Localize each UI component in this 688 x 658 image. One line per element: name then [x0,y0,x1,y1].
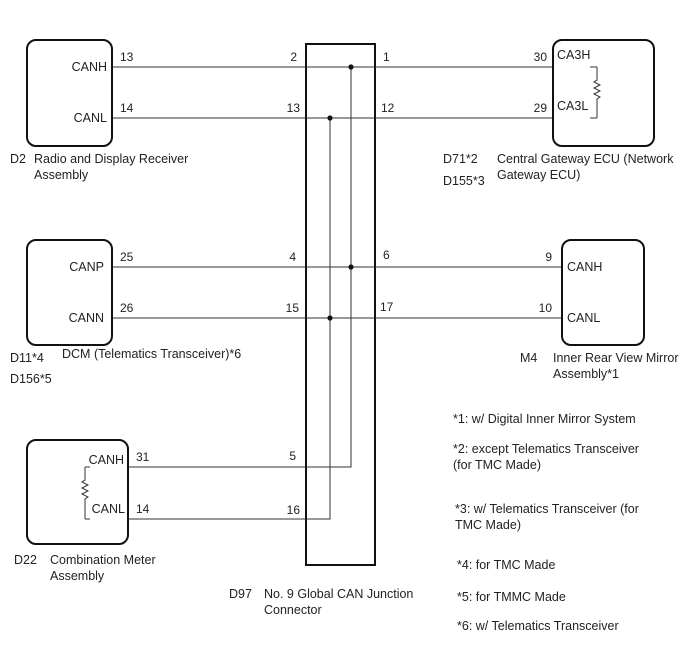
radio-pin-signal: CANL [74,111,107,125]
meter-code: D22 [14,553,37,567]
gateway-pin-signal: CA3H [557,48,590,62]
junction-pin-number: 5 [289,449,296,463]
meter-pin-number: 14 [136,502,150,516]
mirror-pin-number: 10 [539,301,553,315]
radio-pin-number: 14 [120,101,134,115]
gateway-pin-number: 30 [534,50,548,64]
junction-low-bus [306,118,331,520]
splice-dot [327,115,333,121]
junction-pin-number: 1 [383,50,390,64]
junction-pin-number: 17 [380,300,394,314]
mirror-name: Inner Rear View Mirror [553,351,679,365]
splice-dot [348,64,354,70]
dcm-pin-number: 25 [120,250,134,264]
mirror-pin-number: 9 [545,250,552,264]
mirror-code: M4 [520,351,537,365]
radio-name: Radio and Display Receiver [34,152,188,166]
footnote: *4: for TMC Made [457,558,555,572]
dcm-pin-signal: CANN [69,311,104,325]
junction-name: No. 9 Global CAN Junction [264,587,413,601]
junction-pin-number: 6 [383,248,390,262]
dcm-pin-number: 26 [120,301,134,315]
mirror-name: Assembly*1 [553,367,619,381]
mirror-box [561,239,645,346]
footnote: *5: for TMMC Made [457,590,566,604]
radio-box [26,39,113,147]
junction-code: D97 [229,587,252,601]
meter-name: Combination Meter [50,553,156,567]
gateway-code: D71*2 [443,152,478,166]
termination-resistor [592,67,602,118]
meter-box [26,439,129,545]
termination-resistor [80,467,90,519]
radio-pin-signal: CANH [72,60,107,74]
junction-pin-number: 12 [381,101,395,115]
junction-high-bus [306,67,352,468]
dcm-name: DCM (Telematics Transceiver)*6 [62,347,241,361]
splice-dot [348,264,354,270]
radio-display-receiver: CANH CANL 13 14 D2 Radio and Display Rec… [10,39,188,182]
footnote: *2: except Telematics Transceiver [453,442,639,456]
junction-pin-number: 13 [287,101,301,115]
mirror-pin-signal: CANH [567,260,602,274]
dcm-telematics-transceiver: CANP CANN 25 26 D11*4 D156*5 DCM (Telema… [10,239,241,386]
gateway-box [552,39,655,147]
footnotes: *1: w/ Digital Inner Mirror System *2: e… [453,412,639,633]
junction-name: Connector [264,603,322,617]
wires [112,66,562,520]
gateway-name: Gateway ECU) [497,168,580,182]
junction-pin-number: 16 [287,503,301,517]
gateway-name: Central Gateway ECU (Network [497,152,674,166]
footnote: *3: w/ Telematics Transceiver (for [455,502,639,516]
gateway-pin-signal: CA3L [557,99,588,113]
footnote: *6: w/ Telematics Transceiver [457,619,619,633]
footnote: *1: w/ Digital Inner Mirror System [453,412,636,426]
meter-name: Assembly [50,569,105,583]
dcm-code: D11*4 [10,351,44,365]
central-gateway-ecu: CA3H CA3L 30 29 D71*2 D155*3 Central Gat… [443,39,674,188]
junction-pin-number: 15 [286,301,300,315]
meter-pin-signal: CANH [89,453,124,467]
dcm-code: D156*5 [10,372,52,386]
gateway-pin-number: 29 [534,101,548,115]
gateway-code: D155*3 [443,174,485,188]
radio-pin-number: 13 [120,50,134,64]
meter-pin-number: 31 [136,450,150,464]
mirror-pin-signal: CANL [567,311,600,325]
footnote: TMC Made) [455,518,521,532]
splice-dot [327,315,333,321]
footnote: (for TMC Made) [453,458,541,472]
junction-pins: 2 13 4 15 5 16 1 12 6 17 D97 No. 9 Globa… [229,50,413,617]
dcm-box [26,239,113,346]
junction-pin-number: 4 [289,250,296,264]
junction-pin-number: 2 [290,50,297,64]
meter-pin-signal: CANL [92,502,125,516]
radio-name: Assembly [34,168,89,182]
junction-connector [305,43,376,566]
inner-rear-view-mirror: CANH CANL 9 10 M4 Inner Rear View Mirror… [520,239,679,381]
junction-connector-body [305,43,376,566]
dcm-pin-signal: CANP [69,260,104,274]
combination-meter: CANH CANL 31 14 D22 Combination Meter As… [14,439,156,583]
radio-code: D2 [10,152,26,166]
